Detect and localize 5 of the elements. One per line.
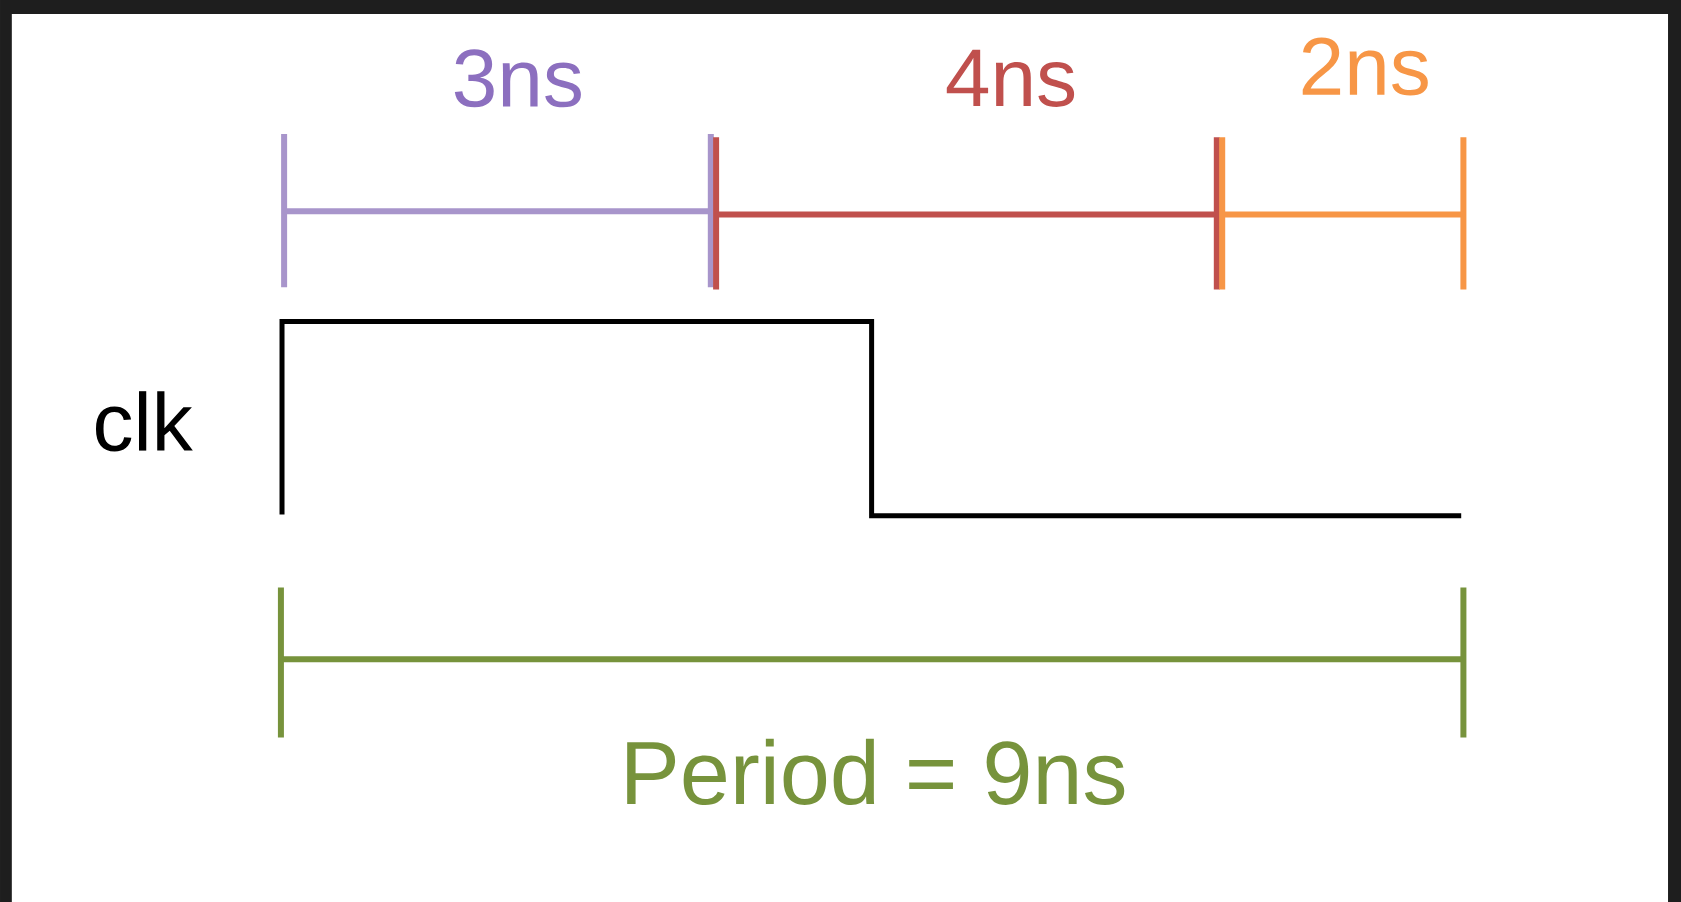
label: 3ns (454, 49, 581, 108)
label: 4ns (946, 49, 1075, 107)
label: clk (96, 391, 193, 452)
label: Period = 9ns (627, 738, 1125, 805)
label: 2ns (1302, 37, 1428, 96)
